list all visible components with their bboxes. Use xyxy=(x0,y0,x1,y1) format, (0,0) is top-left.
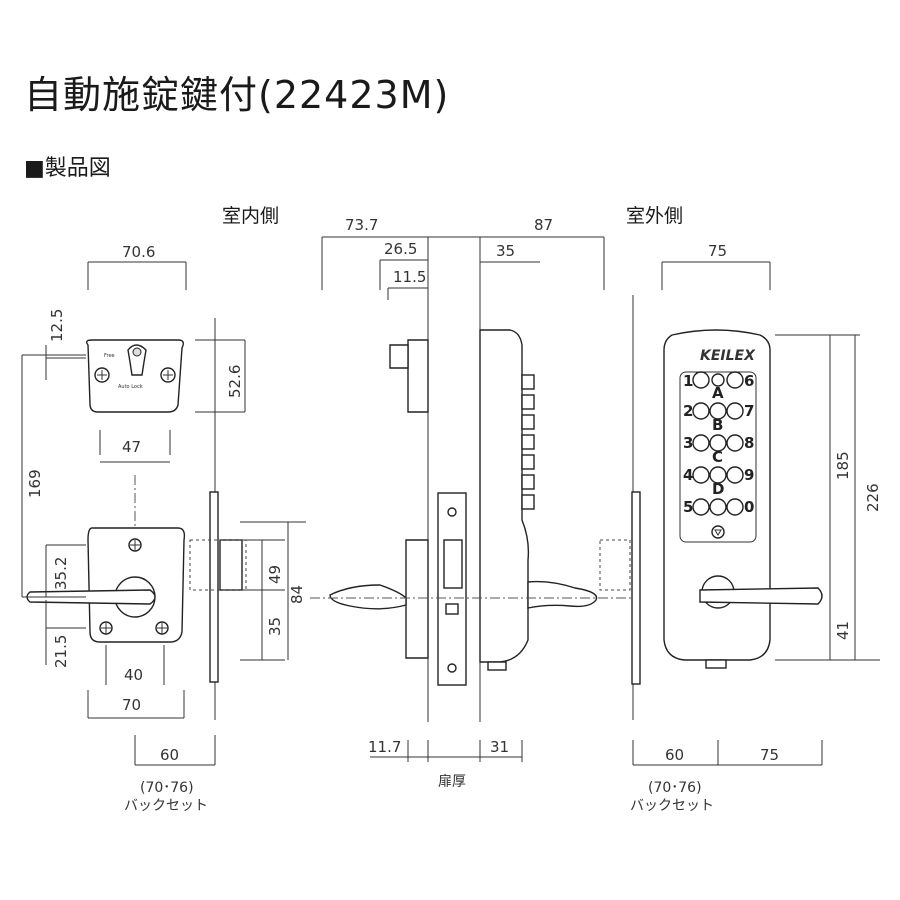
dim-84: 84 xyxy=(288,585,306,604)
key-5[interactable]: 5 xyxy=(683,498,693,516)
brand-logo: KEILEX xyxy=(700,348,756,364)
lever-handle-icon xyxy=(26,576,156,618)
key-b[interactable]: B xyxy=(712,416,723,434)
dim-40: 40 xyxy=(124,666,143,684)
keypad: 1 2 3 4 5 A B C D 6 7 8 9 0 xyxy=(683,371,754,539)
door-thickness-label: 扉厚 xyxy=(438,774,466,790)
key-9[interactable]: 9 xyxy=(744,466,754,484)
screw-icon xyxy=(94,367,110,383)
outside-view-label: 室外側 xyxy=(626,205,683,227)
dim-52-6: 52.6 xyxy=(226,365,244,398)
key-7[interactable]: 7 xyxy=(744,402,754,420)
dim-31: 31 xyxy=(490,738,509,756)
dim-70: 70 xyxy=(122,696,141,714)
key-1[interactable]: 1 xyxy=(683,372,693,390)
dim-185: 185 xyxy=(834,451,852,480)
dim-26-5: 26.5 xyxy=(384,240,417,258)
dim-35: 35 xyxy=(266,617,284,636)
face-plate xyxy=(209,491,219,683)
inside-thumbturn-housing xyxy=(407,339,429,413)
top-plate xyxy=(85,339,185,413)
dim-226: 226 xyxy=(864,483,882,512)
section-label: ■製品図 xyxy=(24,156,111,181)
key-button-profile xyxy=(521,374,535,510)
dim-169: 169 xyxy=(26,469,44,498)
backset-range-left: (70･76) xyxy=(140,780,194,796)
key-a[interactable]: A xyxy=(712,384,724,402)
dim-11-7: 11.7 xyxy=(368,738,401,756)
key-2[interactable]: 2 xyxy=(683,402,693,420)
door-edge-plate xyxy=(437,492,467,686)
page-title: 自動施錠鍵付(22423M) xyxy=(24,73,450,117)
latch-block xyxy=(219,539,243,591)
keyhole-icon xyxy=(127,344,147,376)
screw-icon xyxy=(128,538,142,552)
key-8[interactable]: 8 xyxy=(744,434,754,452)
dim-73-7: 73.7 xyxy=(345,216,378,234)
screw-icon xyxy=(99,621,113,635)
free-label: Free xyxy=(104,353,115,359)
backset-label-left: バックセット xyxy=(124,798,208,814)
screw-icon xyxy=(155,621,169,635)
dim-35-2: 35.2 xyxy=(52,557,70,590)
auto-lock-label: Auto Lock xyxy=(118,384,143,390)
backset-label-right: バックセット xyxy=(630,798,714,814)
dim-49: 49 xyxy=(266,565,284,584)
dim-11-5: 11.5 xyxy=(393,268,426,286)
backset-range-right: (70･76) xyxy=(648,780,702,796)
inside-view-label: 室内側 xyxy=(222,205,279,227)
dim-60-right: 60 xyxy=(665,746,684,764)
key-c[interactable]: C xyxy=(712,448,723,466)
dim-47: 47 xyxy=(122,438,141,456)
key-0[interactable]: 0 xyxy=(744,498,754,516)
dim-70-6: 70.6 xyxy=(122,243,155,261)
key-d[interactable]: D xyxy=(712,480,724,498)
dim-87: 87 xyxy=(534,216,553,234)
dim-35-top: 35 xyxy=(496,242,515,260)
key-3[interactable]: 3 xyxy=(683,434,693,452)
key-4[interactable]: 4 xyxy=(683,466,693,484)
dim-21-5: 21.5 xyxy=(52,635,70,668)
outside-body-profile xyxy=(479,329,530,663)
dim-41: 41 xyxy=(834,621,852,640)
lock-symbol-icon xyxy=(711,525,725,539)
dim-75-top: 75 xyxy=(708,242,727,260)
dim-75-bottom: 75 xyxy=(760,746,779,764)
lever-handle-icon xyxy=(699,575,823,609)
inside-lever-housing xyxy=(405,539,429,659)
screw-icon xyxy=(160,367,176,383)
dim-12-5: 12.5 xyxy=(48,309,66,342)
dim-60-left: 60 xyxy=(160,746,179,764)
outside-face-plate xyxy=(631,491,641,685)
key-6[interactable]: 6 xyxy=(744,372,754,390)
